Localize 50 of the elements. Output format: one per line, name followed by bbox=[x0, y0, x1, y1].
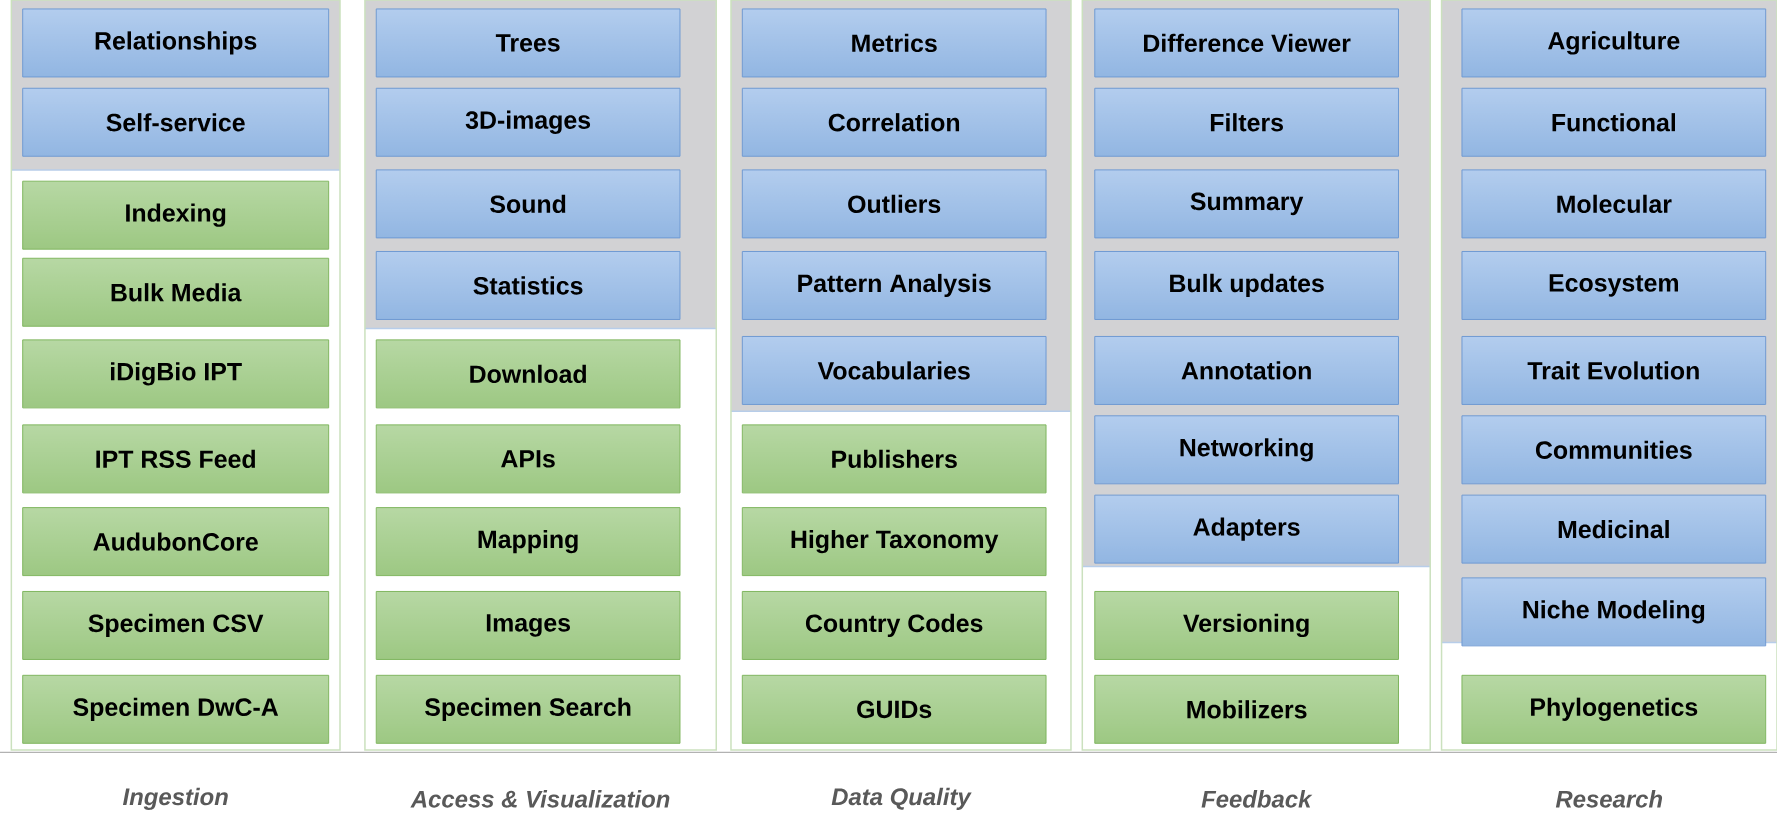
feature-box: Bulk Media bbox=[22, 257, 330, 327]
column-label: Ingestion bbox=[122, 787, 228, 810]
feature-box: 3D-images bbox=[375, 87, 681, 157]
feature-box: Specimen CSV bbox=[22, 590, 330, 660]
feature-box: Versioning bbox=[1094, 590, 1399, 660]
feature-box: Trees bbox=[375, 8, 681, 78]
feature-box: Correlation bbox=[741, 87, 1047, 157]
feature-box: APIs bbox=[375, 424, 681, 494]
feature-box: Specimen DwC-A bbox=[22, 674, 330, 744]
feature-box: Country Codes bbox=[741, 590, 1047, 660]
feature-box: GUIDs bbox=[741, 674, 1047, 744]
feature-box: Networking bbox=[1094, 415, 1399, 485]
column-label: Access & Visualization bbox=[410, 790, 670, 808]
feature-box: Images bbox=[375, 590, 681, 660]
feature-box: Adapters bbox=[1094, 494, 1399, 564]
feature-box: Download bbox=[375, 339, 681, 409]
feature-box: Metrics bbox=[741, 8, 1047, 78]
feature-box: Filters bbox=[1094, 87, 1399, 157]
feature-box: Mapping bbox=[375, 507, 681, 577]
feature-box: Molecular bbox=[1461, 169, 1767, 239]
feature-box: Medicinal bbox=[1461, 494, 1767, 564]
feature-box: Summary bbox=[1094, 169, 1399, 239]
column-label: Data Quality bbox=[831, 787, 972, 810]
column-label: Research bbox=[1555, 790, 1663, 808]
feature-box: Specimen Search bbox=[375, 674, 681, 744]
feature-box: Self-service bbox=[22, 87, 330, 157]
feature-box: Trait Evolution bbox=[1461, 335, 1767, 405]
feature-box: IPT RSS Feed bbox=[22, 424, 330, 494]
feature-box: Bulk updates bbox=[1094, 251, 1399, 320]
feature-box: Annotation bbox=[1094, 335, 1399, 405]
feature-box: Sound bbox=[375, 169, 681, 239]
feature-box: Relationships bbox=[22, 8, 330, 78]
feature-box: Outliers bbox=[741, 169, 1047, 239]
feature-box: Publishers bbox=[741, 424, 1047, 494]
feature-box: Vocabularies bbox=[741, 335, 1047, 405]
feature-box: Phylogenetics bbox=[1461, 674, 1767, 744]
feature-box: Niche Modeling bbox=[1461, 577, 1767, 647]
feature-box: Difference Viewer bbox=[1094, 8, 1399, 78]
feature-box: Agriculture bbox=[1461, 8, 1767, 78]
feature-box: iDigBio IPT bbox=[22, 339, 330, 409]
feature-box: Mobilizers bbox=[1094, 674, 1399, 744]
feature-box: AudubonCore bbox=[22, 507, 330, 577]
feature-box: Indexing bbox=[22, 180, 330, 250]
column-label: Feedback bbox=[1201, 790, 1313, 808]
feature-box: Functional bbox=[1461, 87, 1767, 157]
feature-box: Communities bbox=[1461, 415, 1767, 485]
feature-box: Higher Taxonomy bbox=[741, 507, 1047, 577]
feature-box: Ecosystem bbox=[1461, 251, 1767, 320]
feature-box: Statistics bbox=[375, 251, 681, 320]
feature-box: Pattern Analysis bbox=[741, 251, 1047, 320]
